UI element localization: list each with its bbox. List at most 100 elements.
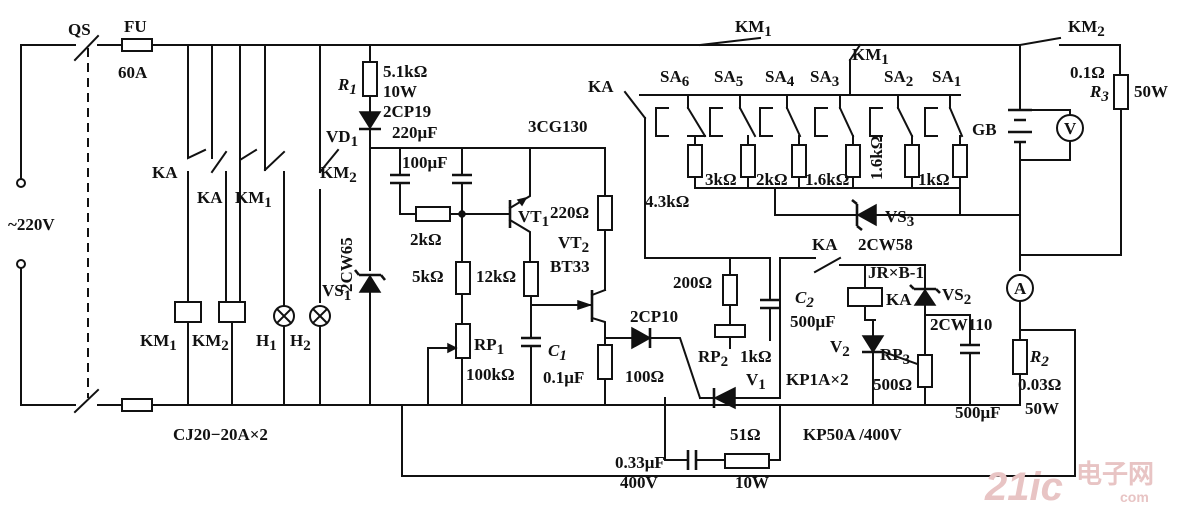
label-ka-mid: KA: [812, 235, 838, 254]
label-km1-top: KM1: [735, 17, 772, 40]
label-sa2: SA2: [884, 67, 913, 90]
label-r3: R3: [1089, 82, 1109, 105]
label-qs: QS: [68, 20, 91, 39]
label-vs1: VS1: [322, 281, 351, 304]
label-fu: FU: [124, 17, 147, 36]
label-vt2: VT2: [558, 233, 589, 256]
label-kp50a: KP50A /400V: [803, 425, 902, 444]
label-r220: 220Ω: [550, 203, 589, 222]
r-5k: [455, 261, 471, 295]
label-r1-val: 5.1kΩ: [383, 62, 427, 81]
terminal-bottom: [16, 259, 26, 269]
label-sa3: SA3: [810, 67, 839, 90]
label-vs1-type: 2CW65: [337, 237, 356, 292]
km1-coil: [174, 301, 202, 323]
label-ka-top: KA: [588, 77, 614, 96]
label-r3-pow: 50W: [1134, 82, 1168, 101]
label-cj20: CJ20−20A×2: [173, 425, 268, 444]
km2-top-contact: [1018, 36, 1121, 76]
label-jrxb: JR×B-1: [868, 263, 924, 282]
label-r4-3k: 4.3kΩ: [645, 192, 689, 211]
output-section: [714, 36, 1129, 406]
label-h1: H1: [256, 331, 277, 354]
label-sa5: SA5: [714, 67, 743, 90]
label-r3-val: 0.1Ω: [1070, 63, 1105, 82]
control-contacts: [187, 44, 340, 303]
label-r2k-b: 2kΩ: [756, 170, 788, 189]
watermark-domain: com: [1120, 489, 1149, 505]
label-sa4: SA4: [765, 67, 795, 90]
mains-supply: [16, 34, 1021, 414]
label-vt2-type: BT33: [550, 257, 590, 276]
label-kp1a: KP1A×2: [786, 370, 849, 389]
r-100: [597, 344, 613, 380]
r-3k: [740, 144, 756, 178]
vs1-zener: [358, 274, 382, 293]
label-r1: R1: [337, 75, 357, 98]
watermark-cn: 电子网: [1076, 459, 1154, 489]
label-c033: 0.33μF: [615, 453, 665, 472]
label-r2: R2: [1029, 347, 1049, 370]
label-sa6: SA6: [660, 67, 690, 90]
label-km1-contact: KM1: [235, 188, 272, 211]
label-cap100: 100μF: [402, 153, 448, 172]
label-cap220: 220μF: [392, 123, 438, 142]
rp1-pot: [455, 323, 471, 359]
watermark-brand: 21ic: [984, 465, 1063, 506]
label-vs2: VS2: [942, 285, 971, 308]
r-2k: [415, 206, 451, 222]
label-rp3: RP3: [880, 345, 910, 368]
label-rp1: RP1: [474, 335, 504, 358]
r-12k: [523, 261, 539, 297]
ka-mid-contact: [813, 256, 842, 274]
fuse-bottom: [121, 398, 153, 412]
label-fu-rating: 60A: [118, 63, 148, 82]
label-r2k: 2kΩ: [410, 230, 442, 249]
battery-gb: [1008, 108, 1032, 144]
bias-column: [353, 44, 387, 406]
vd1-diode: [358, 111, 382, 130]
label-r2-pow: 50W: [1025, 399, 1059, 418]
label-vs2-type: 2CW110: [930, 315, 992, 334]
label-2cp10: 2CP10: [630, 307, 678, 326]
labels: QS FU 60A ~220V KA KA KM1 KM2 KM1 KM2 H1…: [8, 17, 1168, 492]
label-km2-coil: KM2: [192, 331, 229, 354]
label-r3k: 3kΩ: [705, 170, 737, 189]
label-ka-a: KA: [152, 163, 178, 182]
watermark: 21ic 电子网 com: [984, 459, 1154, 506]
label-vd1-type: 2CP19: [383, 102, 431, 121]
r-1-6k-b: [904, 144, 920, 178]
trigger-circuit: [369, 147, 781, 470]
label-rp1-val: 100kΩ: [466, 365, 515, 384]
label-meter-a: A: [1014, 279, 1027, 298]
r-200: [722, 274, 738, 306]
label-r16k-b: 1.6kΩ: [867, 136, 886, 180]
label-r51: 51Ω: [730, 425, 761, 444]
r3-shunt: [1113, 74, 1129, 110]
label-c1-val: 0.1μF: [543, 368, 584, 387]
km1-top-contact: [698, 36, 762, 47]
fuse-top: [121, 38, 153, 52]
label-v1: V1: [746, 370, 766, 393]
terminal-top: [16, 178, 26, 188]
label-r12k: 12kΩ: [476, 267, 516, 286]
rp3-pot: [917, 354, 933, 388]
coils-and-lamps: [174, 159, 331, 406]
qs-blade-top: [73, 34, 100, 62]
label-c1: C1: [548, 341, 567, 364]
r2-shunt: [1012, 339, 1028, 375]
label-r200: 200Ω: [673, 273, 712, 292]
vs2-zener: [913, 288, 937, 306]
r-2k-b: [791, 144, 807, 178]
label-km1-top2: KM1: [852, 45, 889, 68]
label-c033-v: 400V: [620, 473, 659, 492]
r-220: [597, 195, 613, 231]
label-rp2-val: 1kΩ: [740, 347, 772, 366]
label-r51-pow: 10W: [735, 473, 769, 492]
label-vs3-type: 2CW58: [858, 235, 913, 254]
label-r16k-a: 1.6kΩ: [805, 170, 849, 189]
vs3-zener: [856, 203, 877, 227]
label-sa1: SA1: [932, 67, 961, 90]
label-km2-contact: KM2: [320, 163, 357, 186]
